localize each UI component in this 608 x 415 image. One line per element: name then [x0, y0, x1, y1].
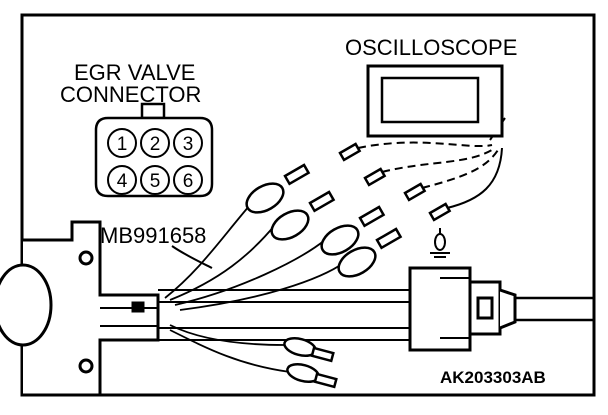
pin-1-label: 1 — [117, 134, 128, 155]
oscilloscope-icon — [366, 64, 504, 138]
test-lead-wires — [164, 204, 346, 373]
oscilloscope-label: OSCILLOSCOPE — [345, 35, 517, 60]
harness-wires — [158, 289, 440, 341]
tool-label: MB991658 — [100, 223, 206, 248]
pin-5-label: 5 — [150, 171, 161, 192]
pin-2-label: 2 — [150, 134, 161, 155]
probe-clips — [245, 142, 452, 278]
figure-code: AK203303AB — [440, 368, 546, 387]
harness-connector — [408, 266, 517, 352]
egr-valve-body — [0, 220, 160, 397]
pin-6-label: 6 — [183, 171, 194, 192]
tool-leader-line — [171, 245, 213, 269]
ground-probe — [430, 228, 450, 258]
connector-pin-labels: 1 2 3 4 5 6 — [117, 134, 194, 192]
lower-probe-clips — [283, 336, 338, 389]
diagram-border — [20, 13, 596, 397]
pin-3-label: 3 — [183, 134, 194, 155]
outgoing-wires — [515, 296, 594, 322]
connector-label-line1: EGR VALVE — [74, 60, 195, 85]
pin-4-label: 4 — [117, 171, 128, 192]
connector-pins — [107, 128, 203, 195]
connector-label-line2: CONNECTOR — [60, 82, 201, 107]
